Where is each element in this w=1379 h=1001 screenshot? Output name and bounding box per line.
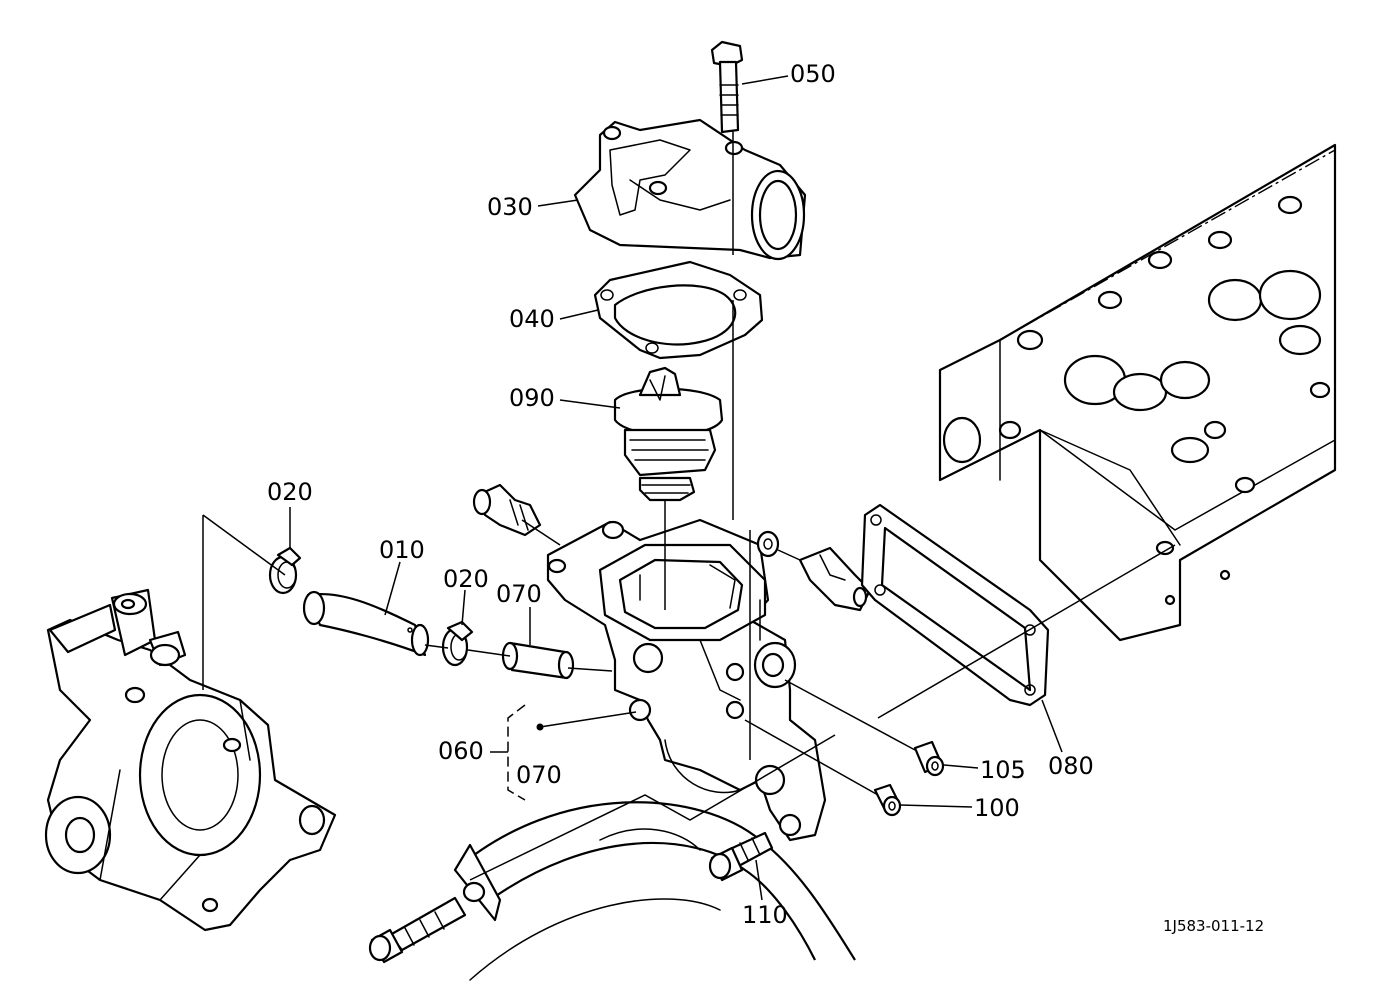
callout-090: 090 (509, 384, 555, 412)
callout-100: 100 (974, 794, 1020, 822)
callout-040: 040 (509, 305, 555, 333)
callout-020-lower: 020 (443, 565, 489, 593)
bracket (453, 843, 502, 922)
cylinder-head (938, 143, 1337, 642)
sensor-plug (472, 483, 542, 537)
callout-leaders (289, 75, 1063, 901)
thermostat-housing (546, 518, 827, 842)
callout-030: 030 (487, 193, 533, 221)
temperature-sensor (756, 530, 872, 612)
thermostat (613, 366, 724, 502)
water-flange (573, 118, 807, 261)
callout-105: 105 (980, 756, 1026, 784)
bolt-110 (708, 831, 774, 882)
pipe (501, 641, 575, 680)
gasket-080 (860, 503, 1050, 707)
plug-105 (913, 740, 945, 777)
water-pump (44, 588, 337, 932)
gasket-040 (593, 260, 764, 360)
clamp-lower (441, 620, 474, 667)
long-bolt (368, 896, 467, 964)
callout-070-upper: 070 (496, 580, 542, 608)
assembly-lines (202, 130, 1176, 881)
hose (302, 590, 430, 657)
callout-110: 110 (742, 901, 788, 929)
reference-code: 1J583-011-12 (1163, 917, 1264, 935)
callout-060: 060 (438, 737, 484, 765)
dot-marker (536, 723, 544, 731)
callout-070-lower: 070 (516, 761, 562, 789)
callout-050: 050 (790, 60, 836, 88)
callout-080: 080 (1048, 752, 1094, 780)
callout-020-upper: 020 (267, 478, 313, 506)
clamp-upper (268, 546, 302, 595)
plug-100 (873, 783, 902, 817)
bolt-050 (710, 40, 744, 134)
callout-010: 010 (379, 536, 425, 564)
